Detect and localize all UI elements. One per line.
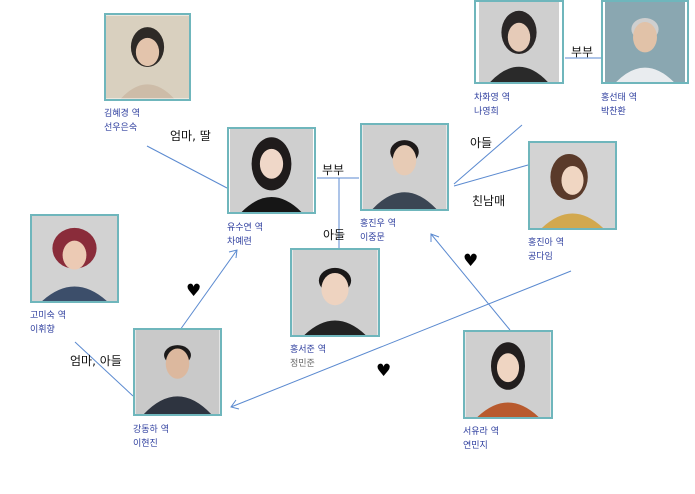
- role-name: 고미숙 역: [30, 311, 66, 321]
- photo-cha-hwayoung: [474, 0, 564, 84]
- arrow-jina-dongha: [230, 270, 572, 408]
- portrait-icon: [230, 129, 313, 212]
- portrait-icon: [479, 2, 559, 82]
- heart-icon: ♥: [376, 361, 392, 381]
- actor-name: 선우은숙: [104, 123, 138, 133]
- arrow-dongha-suyeon: [179, 249, 238, 331]
- photo-hong-jina: [528, 141, 617, 230]
- caption-yu-suyeon: 유수연 역 차예련: [227, 221, 263, 249]
- photo-hong-jinwoo: [360, 123, 449, 211]
- portrait-icon: [465, 332, 551, 417]
- relation-mother-daughter: 엄마, 딸: [170, 129, 211, 143]
- actor-name: 박찬환: [601, 107, 626, 117]
- portrait-icon: [605, 2, 685, 82]
- actor-name: 나영희: [474, 107, 499, 117]
- caption-hong-jinwoo: 홍진우 역 이중문: [360, 217, 396, 245]
- actor-name: 정민준: [290, 359, 315, 369]
- photo-kang-dongha: [133, 328, 222, 416]
- actor-name: 연민지: [463, 441, 488, 451]
- photo-yu-suyeon: [227, 127, 316, 214]
- portrait-icon: [530, 143, 615, 228]
- role-name: 차화영 역: [474, 93, 510, 103]
- role-name: 홍진우 역: [360, 219, 396, 229]
- caption-go-misuk: 고미숙 역 이휘향: [30, 309, 66, 337]
- caption-cha-hwayoung: 차화영 역 나영희: [474, 91, 510, 119]
- caption-kim-hyekyung: 김혜경 역 선우은숙: [104, 107, 140, 135]
- line-hyekyung-suyeon: [146, 145, 228, 189]
- role-name: 강동하 역: [133, 425, 169, 435]
- caption-seo-yura: 서유라 역 연민지: [463, 425, 499, 453]
- relation-couple-left: 부부: [322, 163, 345, 177]
- caption-hong-jina: 홍진아 역 공다임: [528, 236, 564, 264]
- relation-mother-son: 엄마, 아들: [70, 354, 122, 368]
- portrait-icon: [362, 125, 447, 209]
- actor-name: 이휘향: [30, 325, 55, 335]
- caption-kang-dongha: 강동하 역 이현진: [133, 423, 169, 451]
- photo-seo-yura: [463, 330, 553, 419]
- portrait-icon: [135, 330, 220, 414]
- line-misuk-dongha: [74, 341, 134, 397]
- actor-name: 차예련: [227, 237, 252, 247]
- photo-kim-hyekyung: [104, 13, 191, 101]
- role-name: 유수연 역: [227, 223, 263, 233]
- portrait-icon: [32, 216, 117, 301]
- relation-son-top: 아들: [470, 136, 493, 150]
- actor-name: 공다임: [528, 252, 553, 262]
- photo-hong-seontae: [601, 0, 689, 84]
- line-parents-jinwoo: [453, 124, 523, 185]
- arrow-yura-jinwoo: [430, 233, 511, 331]
- role-name: 서유라 역: [463, 427, 499, 437]
- role-name: 홍선태 역: [601, 93, 637, 103]
- role-name: 홍진아 역: [528, 238, 564, 248]
- line-jina-jinwoo: [453, 164, 529, 187]
- heart-icon: ♥: [463, 251, 479, 271]
- role-name: 김혜경 역: [104, 109, 140, 119]
- photo-go-misuk: [30, 214, 119, 303]
- portrait-icon: [106, 15, 189, 99]
- portrait-icon: [292, 250, 378, 335]
- relation-couple-top: 부부: [571, 45, 594, 59]
- caption-hong-seontae: 홍선태 역 박찬환: [601, 91, 637, 119]
- heart-icon: ♥: [186, 281, 202, 301]
- relation-siblings: 친남매: [472, 194, 506, 208]
- relation-son-center: 아들: [323, 228, 346, 242]
- role-name: 홍서준 역: [290, 345, 326, 355]
- actor-name: 이중문: [360, 233, 385, 243]
- caption-hong-seojun: 홍서준 역 정민준: [290, 343, 326, 371]
- actor-name: 이현진: [133, 439, 158, 449]
- photo-hong-seojun: [290, 248, 380, 337]
